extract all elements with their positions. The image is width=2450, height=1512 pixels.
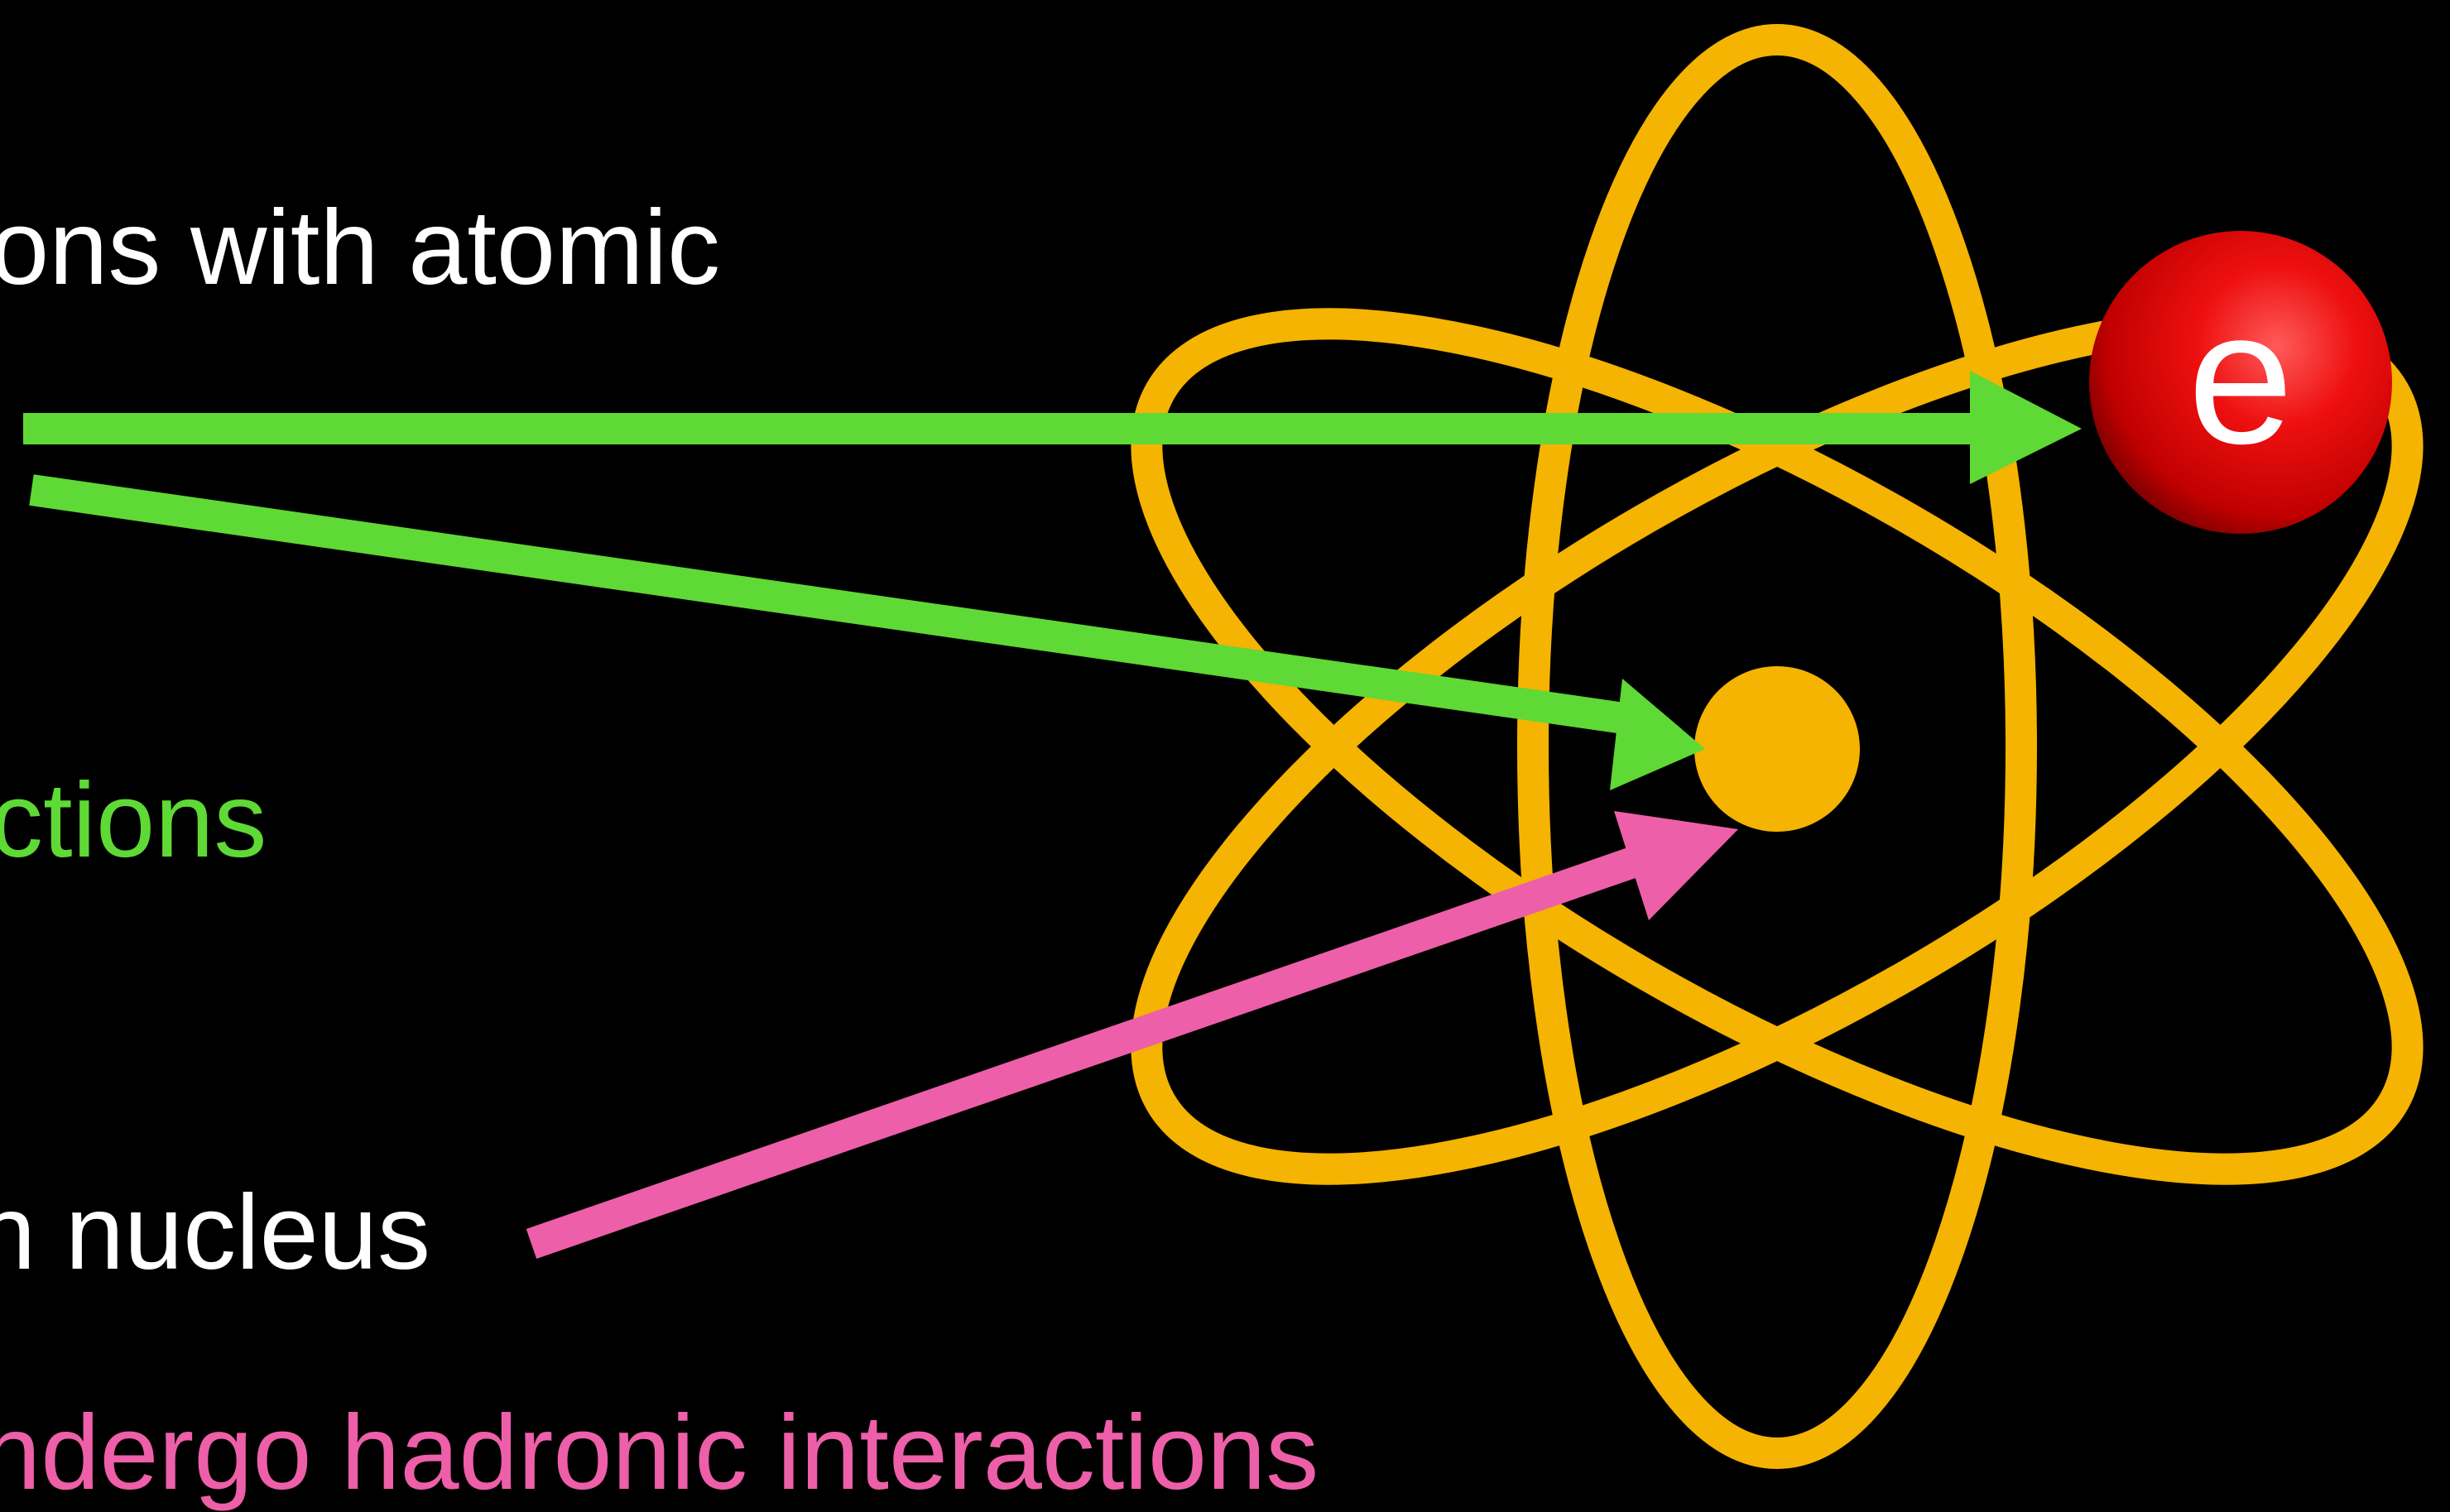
nucleus-icon bbox=[1694, 666, 1860, 832]
arrow-to-nucleus-green bbox=[29, 474, 1705, 790]
orbit-tilted-right bbox=[1131, 308, 2424, 1185]
electron-sphere bbox=[2089, 231, 2392, 534]
text-line-nucleus: h nucleus bbox=[0, 1174, 430, 1292]
text-line-hadronic: ndergo hadronic interactions bbox=[0, 1394, 1319, 1512]
electron-icon: e bbox=[2089, 231, 2392, 534]
arrow-to-nucleus-pink bbox=[526, 811, 1738, 1259]
orbit-vertical bbox=[1517, 24, 2037, 1469]
atom-icon bbox=[1131, 24, 2424, 1469]
arrow-to-electron bbox=[23, 371, 2082, 484]
text-line-atomic: ons with atomic bbox=[0, 189, 721, 307]
orbit-tilted-left bbox=[1131, 308, 2424, 1185]
text-line-interactions-green: ctions bbox=[0, 761, 267, 880]
electron-label: e bbox=[2188, 271, 2294, 483]
